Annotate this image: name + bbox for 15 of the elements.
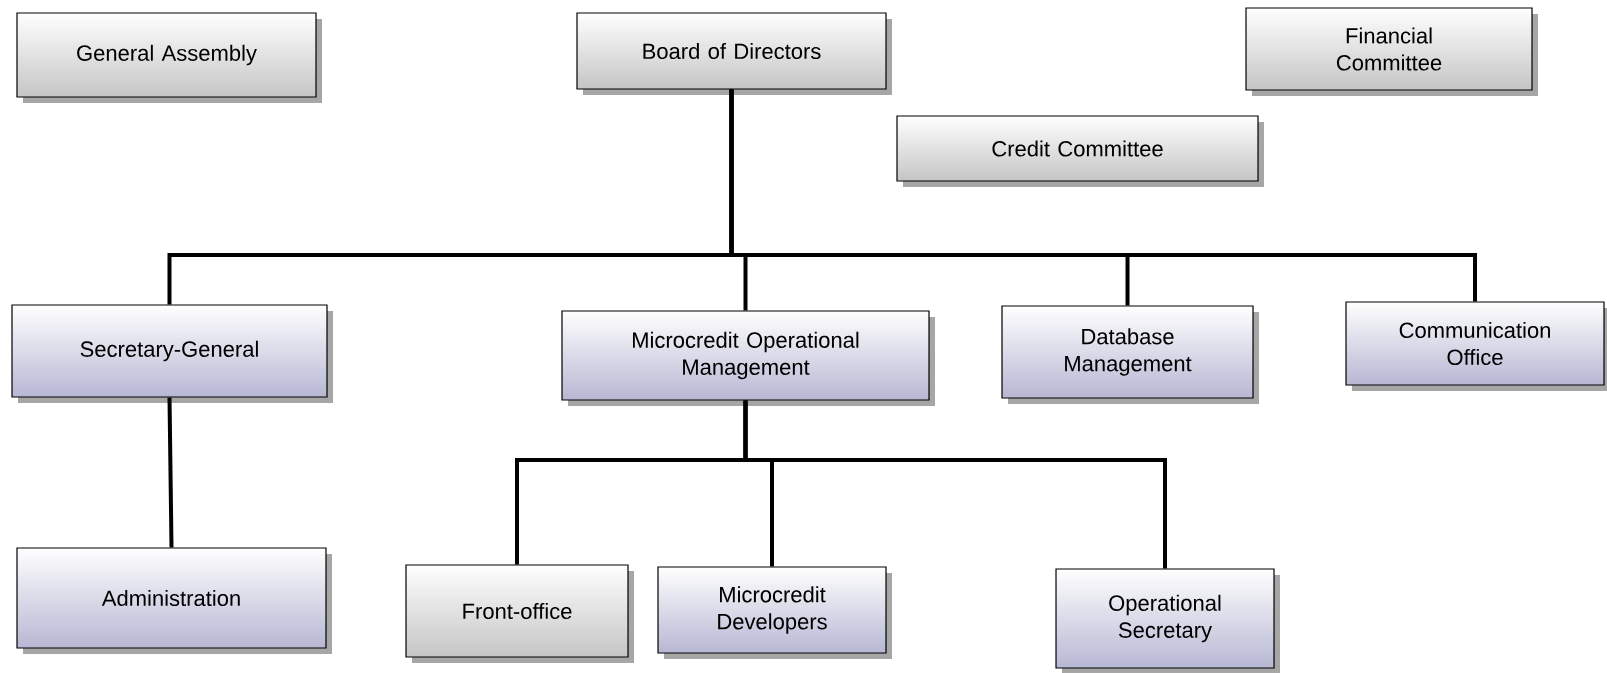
org-box: Front-office	[405, 564, 634, 663]
org-box: Database Management	[1001, 305, 1259, 404]
org-box: Administration	[16, 547, 332, 654]
org-box: Microcredit Developers	[657, 566, 892, 659]
org-box: Financial Committee	[1245, 7, 1538, 96]
org-box: Microcredit Operational Management	[561, 310, 935, 406]
org-box: Secretary-General	[11, 304, 333, 403]
org-box: Operational Secretary	[1055, 568, 1280, 673]
connector-line	[743, 400, 1167, 569]
org-box: General Assembly	[16, 12, 322, 103]
org-box: Communication Office	[1345, 301, 1607, 391]
connector-line	[729, 89, 1477, 302]
connector-line	[167, 397, 174, 548]
org-box: Board of Directors	[576, 12, 892, 95]
org-box: Credit Committee	[896, 115, 1264, 187]
